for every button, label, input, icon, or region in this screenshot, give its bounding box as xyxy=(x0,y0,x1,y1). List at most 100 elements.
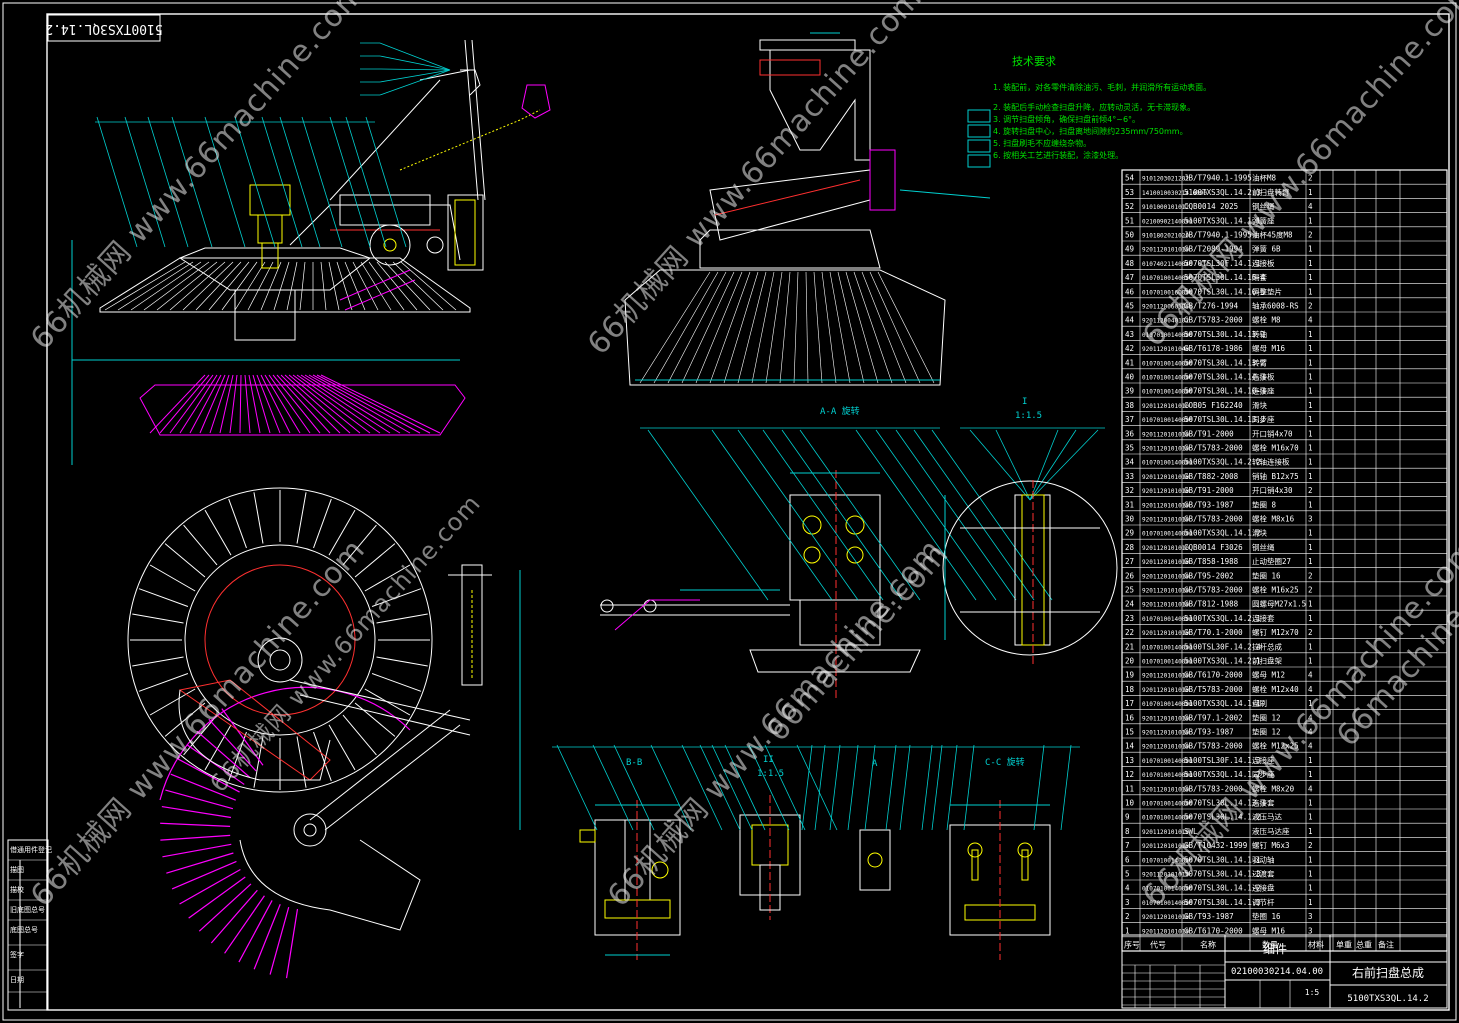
tech-notes: 技术要求 1. 装配前，对各零件清除油污、毛刺，并润滑所有运动表面。 2. 装配… xyxy=(993,55,1211,160)
bom-cell: 49 xyxy=(1125,245,1134,254)
bom-cell: 26 xyxy=(1125,571,1135,580)
bom-cell: 1 xyxy=(1308,401,1313,410)
margin-label: 底图总号 xyxy=(10,925,38,934)
bom-cell: 连接盘 xyxy=(1252,883,1275,893)
bom-cell: 同步座 xyxy=(1252,414,1275,424)
section-ii: II 1:1.5 xyxy=(739,755,801,920)
bom-cell: 9201120101040 xyxy=(1142,346,1189,353)
bom-cell: 9201120101010 xyxy=(1142,744,1189,751)
bom-cell: 垫圈 16 xyxy=(1252,570,1281,580)
bom-cell: 螺栓 M12x40 xyxy=(1252,684,1299,694)
bom-cell: 1 xyxy=(1308,429,1313,438)
bom-cell: 01070100140000 xyxy=(1142,758,1193,765)
margin-label: 日期 xyxy=(10,976,24,984)
bom-header-cell: 材料 xyxy=(1308,940,1324,950)
bom-cell: 1 xyxy=(1308,373,1313,382)
section-cc-label: C-C 旋转 xyxy=(985,756,1025,768)
detail-i-scale: 1:1.5 xyxy=(1015,411,1042,421)
bom-cell: 液压马达座 xyxy=(1252,826,1290,836)
bom-cell: 隔套 xyxy=(1252,272,1268,282)
bom-cell: 2 xyxy=(1308,628,1313,637)
bom-cell: 01070100140000 xyxy=(1142,389,1193,396)
drawing-number: 5100TXS3QL.14.2 xyxy=(1347,994,1428,1004)
bom-cell: 47 xyxy=(1125,273,1134,282)
bom-cell: 5100TXS3QL.14.1-1 xyxy=(1184,699,1261,708)
view-a: A xyxy=(859,759,891,891)
bom-cell: 2 xyxy=(1308,302,1313,311)
bom-cell: 5070TSL30L.14.13.2 xyxy=(1184,415,1265,424)
section-cc: C-C 旋转 xyxy=(949,756,1051,960)
title-block: 细件 02100030214.04.00 右前扫盘总成 5100TXS3QL.1… xyxy=(1121,934,1448,1009)
bom-cell: 1 xyxy=(1308,898,1313,907)
bom-cell: 1 xyxy=(1308,330,1313,339)
bom-cell: 1 xyxy=(1308,870,1313,879)
margin-label: 旧底图总号 xyxy=(10,905,45,914)
bom-cell: 2 xyxy=(1308,841,1313,850)
bom-header-cell: 总重 xyxy=(1356,940,1372,950)
bom-cell: 44 xyxy=(1125,316,1135,325)
detail-code: 02100030214.04.00 xyxy=(1231,967,1323,977)
bom-cell: 5070TSL30L.14.1-3 xyxy=(1184,898,1261,907)
bom-cell: 9201120040102 xyxy=(1142,318,1189,325)
bom-cell: 9201120101010 xyxy=(1142,474,1189,481)
bom-cell: 连接套 xyxy=(1252,798,1275,808)
bom-cell: 1 xyxy=(1308,444,1313,453)
bom-cell: GB/T93-1987 xyxy=(1184,728,1234,737)
bom-cell: 9101203021202 xyxy=(1142,176,1189,183)
bom-cell: 5100TXS3QL.14.1.1 xyxy=(1184,216,1261,225)
bom-cell: 22 xyxy=(1125,628,1134,637)
bom-header-cell: 名称 xyxy=(1200,940,1216,950)
plan-view xyxy=(127,487,521,979)
bom-cell: 12 xyxy=(1125,770,1134,779)
section-ii-scale: 1:1.5 xyxy=(757,769,784,779)
bom-cell: 5 xyxy=(1125,870,1130,879)
bom-cell: 9201120101010 xyxy=(1142,630,1189,637)
bom-cell: 18 xyxy=(1125,685,1135,694)
bom-cell: 9201120060106 xyxy=(1142,304,1189,311)
section-bb: B-B xyxy=(579,758,681,960)
detail-label: 细件 xyxy=(1263,942,1287,956)
bom-cell: 4 xyxy=(1308,202,1313,211)
bom-cell: 1 xyxy=(1308,387,1313,396)
bom-cell: 11 xyxy=(1125,784,1134,793)
bom-cell: 9201120101010 xyxy=(1142,573,1189,580)
bom-cell: 40 xyxy=(1125,373,1135,382)
bom-cell: 54 xyxy=(1125,174,1135,183)
bom-cell: 1 xyxy=(1308,855,1313,864)
bom-cell: 5070TSL30F.14.1-1 xyxy=(1184,259,1261,268)
bom-cell: 钢丝绳 xyxy=(1252,201,1275,211)
bom-cell: 36 xyxy=(1125,429,1135,438)
bom-cell: 1 xyxy=(1308,813,1313,822)
bom-cell: 53 xyxy=(1125,188,1134,197)
bom-cell: 01070100140000 xyxy=(1142,701,1193,708)
bom-cell: 9201120101010 xyxy=(1142,829,1189,836)
bom-cell: COB05 F162240 xyxy=(1184,401,1243,410)
bom-cell: 1 xyxy=(1308,543,1313,552)
bom-cell: 9201120101010 xyxy=(1142,872,1189,879)
bom-cell: GB/T882-2008 xyxy=(1184,472,1239,481)
bom-cell: 1410010030214.0090 xyxy=(1142,190,1207,197)
bom-cell: 连接座 xyxy=(1252,755,1275,765)
bom-cell: 9201120101010 xyxy=(1142,786,1189,793)
bom-cell: 9201120101010 xyxy=(1142,715,1189,722)
bom-cell: 5100TXS3QL.14.2.1 xyxy=(1184,614,1261,623)
bom-cell: 轴承6008-RS xyxy=(1252,301,1299,311)
bom-cell: 弹簧座 xyxy=(1252,215,1275,225)
bom-cell: 50 xyxy=(1125,231,1135,240)
bom-cell: 3 xyxy=(1308,515,1313,524)
bom-cell: 1 xyxy=(1308,799,1313,808)
bom-cell: 17 xyxy=(1125,699,1134,708)
bom-cell: 01070100140000 xyxy=(1142,332,1193,339)
bom-cell: 螺母 M12 xyxy=(1252,670,1285,680)
bom-cell: 5100TXS3QL.14.1.2 xyxy=(1184,770,1261,779)
bom-cell: 20 xyxy=(1125,657,1135,666)
bom-cell: GB/T5783-2000 xyxy=(1184,784,1243,793)
bom-cell: GB/T276-1994 xyxy=(1184,302,1239,311)
bom-cell: 52 xyxy=(1125,202,1134,211)
bom-cell: 垫圈 16 xyxy=(1252,911,1281,921)
bom-cell: 33 xyxy=(1125,472,1134,481)
bom-cell: 5070TSL30L.14.13.3 xyxy=(1184,799,1265,808)
tech-note-line: 5. 扫盘刷毛不应缠绕杂物。 xyxy=(993,138,1091,148)
bom-cell: 48 xyxy=(1125,259,1135,268)
bom-cell: 4 xyxy=(1308,671,1313,680)
